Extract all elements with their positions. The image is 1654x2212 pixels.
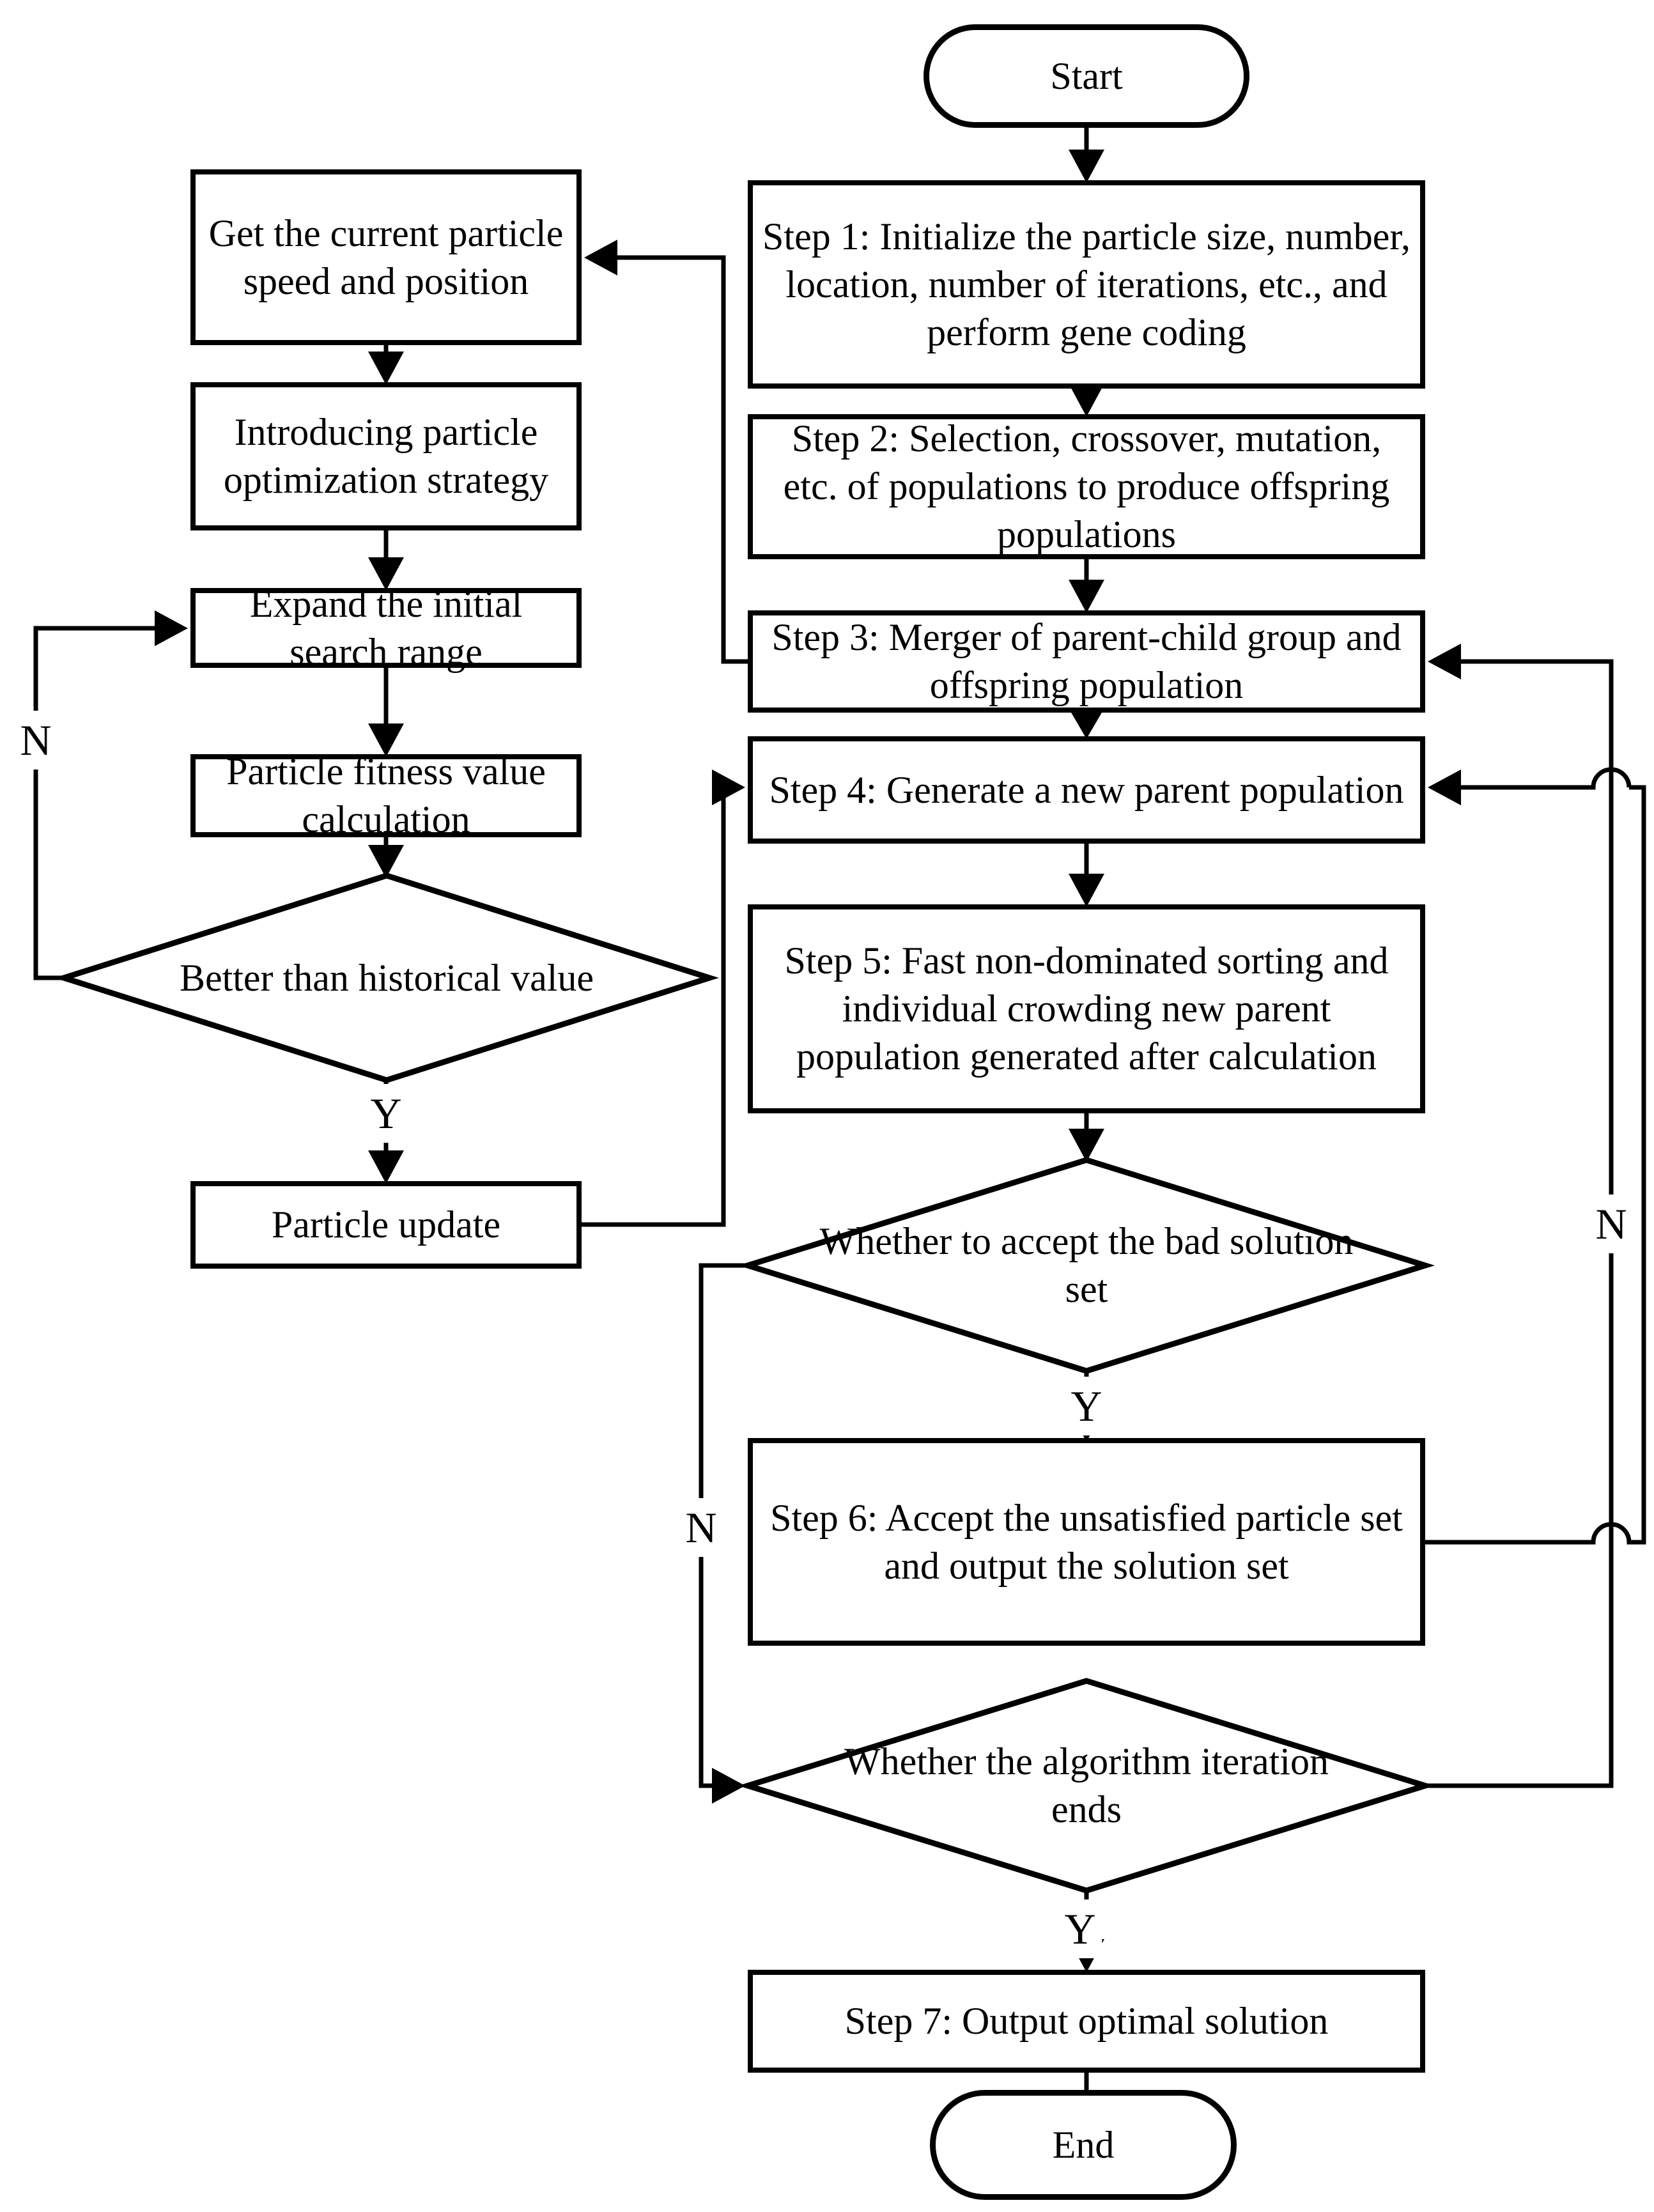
arrow-into-fitness — [368, 723, 404, 757]
node-fitness: Particle fitness value calculation — [190, 750, 582, 840]
decision-iteration-shape — [738, 1678, 1435, 1894]
node-step1: Step 1: Initialize the particle size, nu… — [748, 180, 1425, 389]
get-speed-label: Get the current particle speed and posit… — [208, 212, 564, 302]
node-update: Particle update — [190, 1181, 582, 1269]
arrow-into-step3-right — [1428, 644, 1461, 679]
node-end: End — [930, 2090, 1237, 2200]
node-expand: Expand the initial search range — [190, 583, 582, 673]
decision-better-label: Better than historical value — [179, 956, 594, 999]
step4-label: Step 4: Generate a new parent population — [769, 768, 1404, 811]
edge-label-accept-no: N — [679, 1498, 723, 1557]
arrow-into-step5 — [1069, 874, 1104, 907]
fitness-label: Particle fitness value calculation — [226, 750, 546, 840]
node-start: Start — [924, 24, 1249, 128]
flow-step6-step4 — [1425, 767, 1646, 1545]
arrow-into-step1 — [1069, 150, 1104, 183]
arrow-into-accept — [1069, 1129, 1104, 1162]
edge-label-accept-yes: Y — [1064, 1377, 1109, 1435]
arrow-into-iteration-left — [712, 1768, 745, 1804]
start-label: Start — [1050, 54, 1123, 97]
node-introduce: Introducing particle optimization strate… — [190, 382, 582, 530]
decision-iteration-label: Whether the algorithm iteration ends — [844, 1740, 1329, 1830]
arrow-into-introduce — [368, 352, 404, 385]
decision-better-shape — [54, 872, 719, 1083]
node-step7: Step 7: Output optimal solution — [748, 1970, 1425, 2073]
arrow-into-get — [584, 240, 617, 275]
node-step2: Step 2: Selection, crossover, mutation, … — [748, 414, 1425, 559]
arrow-into-step4-right — [1428, 770, 1461, 805]
arrow-into-better — [368, 845, 404, 878]
arrow-into-step4 — [1069, 708, 1104, 739]
arrow-into-step4-left — [712, 770, 745, 805]
decision-accept-label: Whether to accept the bad solution set — [819, 1220, 1354, 1310]
expand-label: Expand the initial search range — [249, 582, 523, 673]
node-get-speed: Get the current particle speed and posit… — [190, 169, 582, 345]
node-step4: Step 4: Generate a new parent population — [748, 736, 1425, 844]
edge-label-better-yes: Y — [364, 1084, 408, 1143]
flow-better-no — [33, 626, 160, 980]
step3-label: Step 3: Merger of parent-child group and… — [771, 616, 1402, 706]
decision-accept-shape — [738, 1157, 1435, 1374]
edge-label-iteration-no: N — [1589, 1195, 1634, 1253]
node-step5: Step 5: Fast non-dominated sorting and i… — [748, 904, 1425, 1113]
step2-label: Step 2: Selection, crossover, mutation, … — [783, 417, 1390, 555]
step1-label: Step 1: Initialize the particle size, nu… — [762, 215, 1411, 353]
node-step6: Step 6: Accept the unsatisfied particle … — [748, 1438, 1425, 1646]
arrow-into-expand-left — [155, 610, 188, 646]
edge-label-iteration-yes: Y — [1058, 1899, 1102, 1958]
flow-iteration-no — [1425, 659, 1614, 1788]
flow-step3-get — [612, 255, 748, 664]
arrow-into-expand-top — [368, 557, 404, 591]
edge-label-better-no: N — [13, 711, 58, 770]
step5-label: Step 5: Fast non-dominated sorting and i… — [784, 940, 1389, 1078]
update-label: Particle update — [271, 1203, 501, 1246]
arrow-into-step3 — [1069, 580, 1104, 613]
arrow-into-update — [368, 1150, 404, 1184]
end-label: End — [1052, 2123, 1115, 2166]
node-step3: Step 3: Merger of parent-child group and… — [748, 610, 1425, 713]
step6-label: Step 6: Accept the unsatisfied particle … — [770, 1496, 1403, 1587]
step7-label: Step 7: Output optimal solution — [844, 2000, 1329, 2042]
arrow-into-step2 — [1069, 383, 1104, 417]
introduce-label: Introducing particle optimization strate… — [223, 411, 549, 501]
